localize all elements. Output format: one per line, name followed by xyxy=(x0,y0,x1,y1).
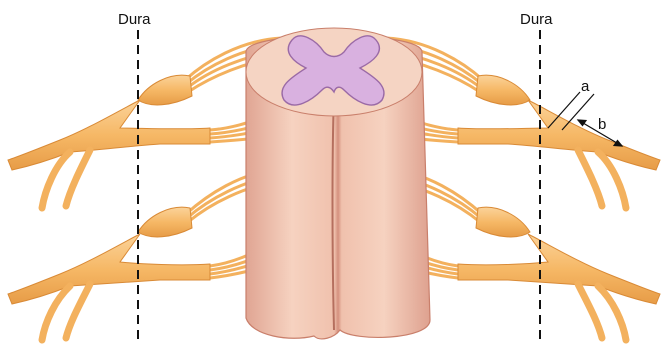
right-lower-dorsal-ganglion xyxy=(476,207,530,237)
marker-a-label: a xyxy=(581,79,589,94)
left-lower-dorsal-ganglion xyxy=(138,207,192,237)
right-upper-spinal-nerve xyxy=(458,100,660,170)
left-upper-dorsal-ganglion xyxy=(138,75,192,105)
marker-a-leader-2 xyxy=(562,94,594,130)
left-upper-spinal-nerve xyxy=(8,100,210,170)
right-lower-spinal-nerve xyxy=(458,234,660,304)
dura-label-left: Dura xyxy=(118,12,151,27)
right-upper-dorsal-ganglion xyxy=(476,75,530,105)
marker-b-label: b xyxy=(598,117,606,132)
left-lower-spinal-nerve xyxy=(8,234,210,304)
dura-label-right: Dura xyxy=(520,12,553,27)
